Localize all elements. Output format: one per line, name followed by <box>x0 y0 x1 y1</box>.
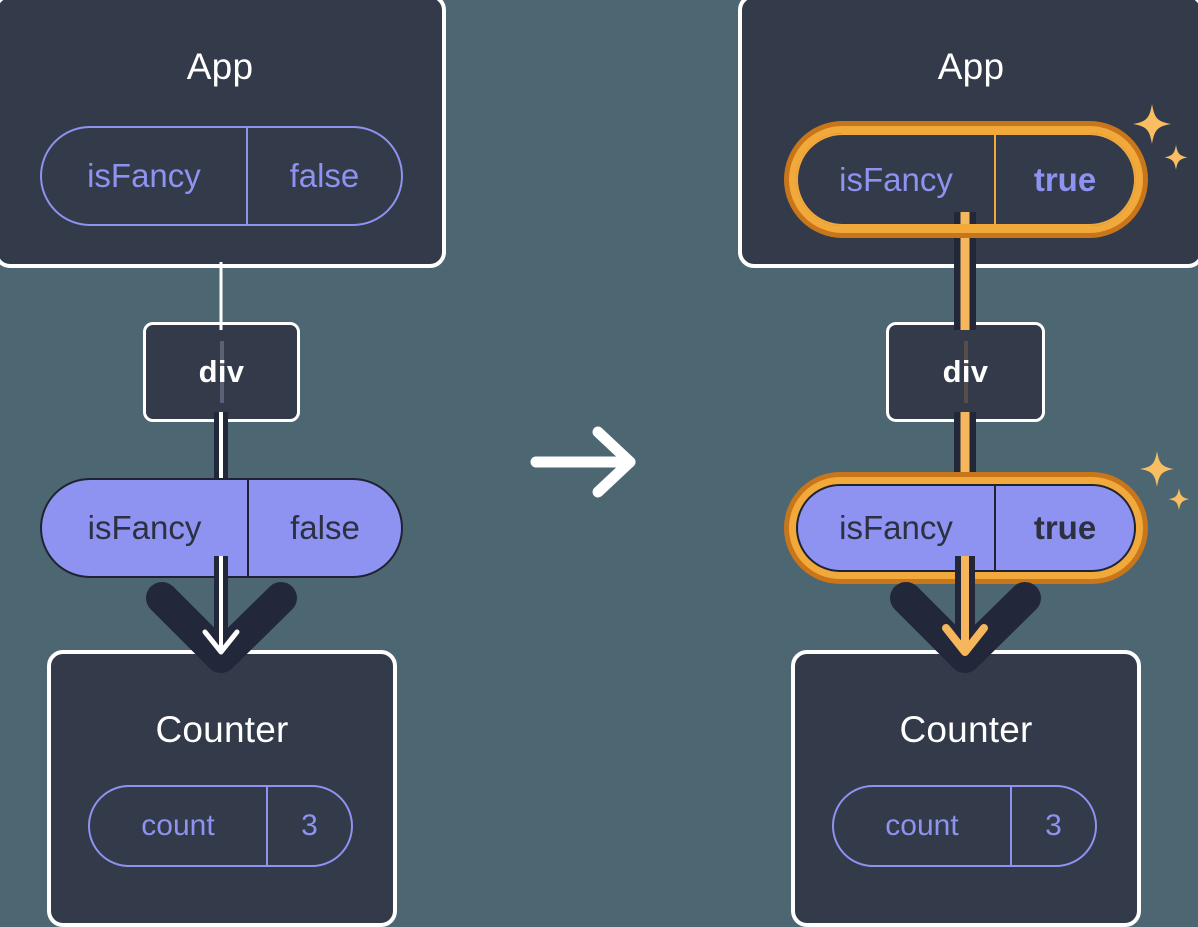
arrowhead-right <box>942 624 988 656</box>
arrow-chevron-right <box>890 582 1041 673</box>
prop-key-after: isFancy <box>839 509 953 546</box>
prop-key-before: isFancy <box>87 509 202 546</box>
counter-box-title-before: Counter <box>155 709 289 750</box>
div-inner-line-before <box>219 341 224 403</box>
div-box-after[interactable]: div <box>886 322 1045 422</box>
sparkle-group-prop-after <box>1136 448 1198 524</box>
div-box-label-after: div <box>942 354 989 389</box>
counter-state-key-before: count <box>141 809 215 842</box>
app-box-title-after: App <box>937 46 1005 87</box>
counter-state-key-after: count <box>885 809 959 842</box>
arrow-chevron-left <box>146 582 297 673</box>
div-box-before[interactable]: div <box>143 322 300 422</box>
prop-pill-after[interactable]: isFancy true <box>796 484 1136 572</box>
counter-state-pill-before[interactable]: count 3 <box>88 785 353 867</box>
div-box-label-before: div <box>198 354 245 389</box>
prop-value-before: false <box>247 480 401 576</box>
app-state-key-before: isFancy <box>87 157 201 194</box>
arrow-right-icon <box>530 426 636 498</box>
sparkle-large-icon <box>1140 451 1174 487</box>
counter-state-value-after: 3 <box>1010 787 1095 865</box>
counter-box-title-after: Counter <box>899 709 1033 750</box>
counter-state-pill-after[interactable]: count 3 <box>832 785 1097 867</box>
app-state-pill-after[interactable]: isFancy true <box>796 133 1136 226</box>
prop-pill-before[interactable]: isFancy false <box>40 478 403 578</box>
sparkle-small-icon <box>1168 488 1190 511</box>
div-inner-line-after <box>963 341 968 403</box>
app-state-pill-before[interactable]: isFancy false <box>40 126 403 226</box>
app-state-value-after: true <box>994 135 1134 224</box>
counter-state-value-before: 3 <box>266 787 351 865</box>
prop-value-after: true <box>994 486 1134 570</box>
app-box-title-before: App <box>186 46 254 87</box>
sparkle-group-app-after <box>1128 100 1198 185</box>
sparkle-small-icon <box>1164 145 1188 170</box>
app-state-value-before: false <box>245 128 401 224</box>
arrowhead-left <box>202 629 240 655</box>
app-state-key-after: isFancy <box>839 160 953 198</box>
sparkle-large-icon <box>1133 104 1171 144</box>
transition-arrow <box>530 424 645 502</box>
